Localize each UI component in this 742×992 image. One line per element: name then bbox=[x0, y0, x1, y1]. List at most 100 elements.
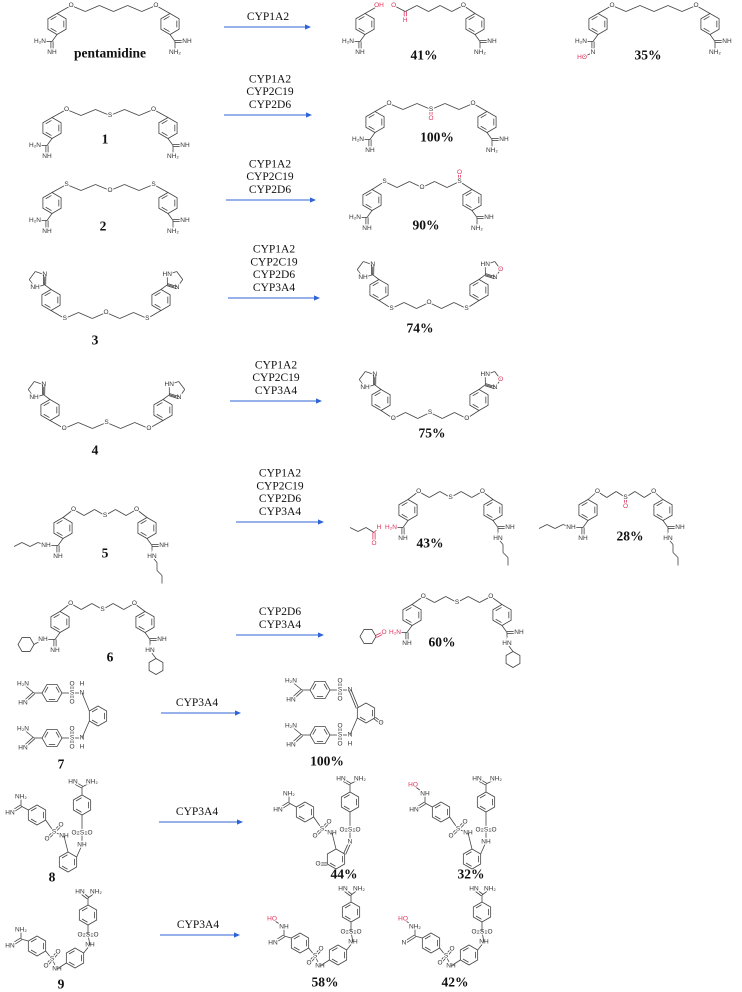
yield-label: 100% bbox=[420, 130, 454, 145]
atom-label: HN bbox=[145, 647, 155, 654]
bond bbox=[51, 958, 58, 970]
bond bbox=[43, 394, 51, 400]
atom-label: N bbox=[41, 381, 46, 388]
bond bbox=[138, 184, 154, 191]
atom-label: S bbox=[63, 315, 68, 322]
bond bbox=[20, 805, 29, 811]
enzyme-label: CYP2D6 bbox=[253, 269, 295, 281]
bond bbox=[434, 181, 448, 188]
bond bbox=[290, 680, 303, 691]
atom-label: HN bbox=[163, 271, 173, 278]
atom-label: O bbox=[419, 184, 424, 191]
atom-label: S bbox=[108, 112, 113, 119]
atom-label: O bbox=[356, 929, 361, 936]
bond bbox=[153, 184, 169, 193]
bond bbox=[81, 907, 88, 912]
bond bbox=[656, 502, 663, 507]
bond bbox=[155, 5, 171, 14]
atom-label: H₂N bbox=[349, 214, 361, 221]
bond bbox=[33, 394, 44, 399]
atom-label: S bbox=[145, 315, 150, 322]
bond bbox=[73, 780, 83, 787]
bond bbox=[591, 27, 598, 32]
bond bbox=[54, 825, 63, 834]
atom-label: NH bbox=[279, 924, 289, 931]
bond bbox=[445, 596, 458, 603]
bond bbox=[342, 889, 351, 897]
bond bbox=[156, 402, 163, 407]
bond bbox=[380, 410, 394, 419]
bond bbox=[414, 935, 423, 939]
product-structure: H₂NHNSOONH₂NHNSOONHO bbox=[284, 676, 385, 749]
atom-label: NH bbox=[180, 142, 190, 149]
bond bbox=[52, 952, 60, 960]
bond bbox=[64, 312, 79, 319]
substrate-structure: NH₂HNSOONHNHSOOHNNH₂ bbox=[4, 887, 103, 973]
atom-label: HN bbox=[68, 779, 78, 786]
bond bbox=[154, 303, 161, 308]
bond bbox=[124, 184, 140, 191]
atom-label: O bbox=[69, 681, 74, 688]
bond bbox=[364, 5, 380, 14]
bond bbox=[161, 206, 168, 211]
bond bbox=[120, 422, 135, 429]
bond bbox=[21, 691, 34, 703]
atom-label: O bbox=[55, 949, 60, 956]
bond bbox=[405, 618, 412, 623]
bond bbox=[30, 938, 37, 943]
bond bbox=[475, 915, 482, 920]
atom-label: O bbox=[498, 266, 503, 273]
bond bbox=[445, 955, 452, 967]
atom-label: O bbox=[69, 744, 74, 751]
atom-label: O bbox=[488, 593, 493, 600]
benzene-ring bbox=[309, 725, 331, 745]
bond bbox=[484, 385, 495, 390]
atom-label: NH bbox=[157, 636, 167, 643]
bond bbox=[140, 531, 147, 536]
benzene-ring bbox=[421, 932, 441, 954]
bond bbox=[21, 542, 31, 547]
atom-label: NH₂ bbox=[15, 927, 27, 934]
atom-label: S bbox=[104, 419, 109, 426]
bond bbox=[293, 935, 300, 940]
bond bbox=[81, 781, 93, 788]
bond bbox=[10, 939, 22, 948]
atom-label: HN bbox=[481, 371, 491, 378]
benzene-ring bbox=[462, 189, 482, 211]
atom-label: S bbox=[70, 735, 75, 742]
bond bbox=[414, 803, 426, 812]
enzyme-label: CYP1A2 bbox=[249, 73, 291, 85]
bond bbox=[374, 384, 382, 390]
bond bbox=[371, 181, 385, 190]
yield-label: 75% bbox=[419, 426, 446, 441]
bond bbox=[403, 302, 417, 309]
bond bbox=[343, 805, 350, 810]
bond bbox=[13, 542, 23, 547]
atom-label: O bbox=[337, 696, 342, 703]
bond bbox=[449, 816, 459, 830]
bond bbox=[465, 851, 472, 856]
atom-label: NH bbox=[362, 225, 372, 232]
bond bbox=[46, 959, 54, 967]
bond bbox=[368, 125, 375, 130]
atom-label: NH₂ bbox=[474, 49, 486, 56]
bond bbox=[486, 513, 493, 518]
benzene-ring bbox=[459, 944, 479, 966]
bond bbox=[309, 956, 317, 964]
atom-label: O bbox=[107, 187, 112, 194]
benzene-ring bbox=[328, 944, 348, 966]
bond bbox=[485, 261, 495, 266]
atom-label: NH bbox=[85, 942, 95, 949]
bond bbox=[375, 631, 384, 636]
bond bbox=[494, 371, 502, 380]
bond bbox=[479, 596, 491, 603]
bond bbox=[625, 5, 641, 12]
